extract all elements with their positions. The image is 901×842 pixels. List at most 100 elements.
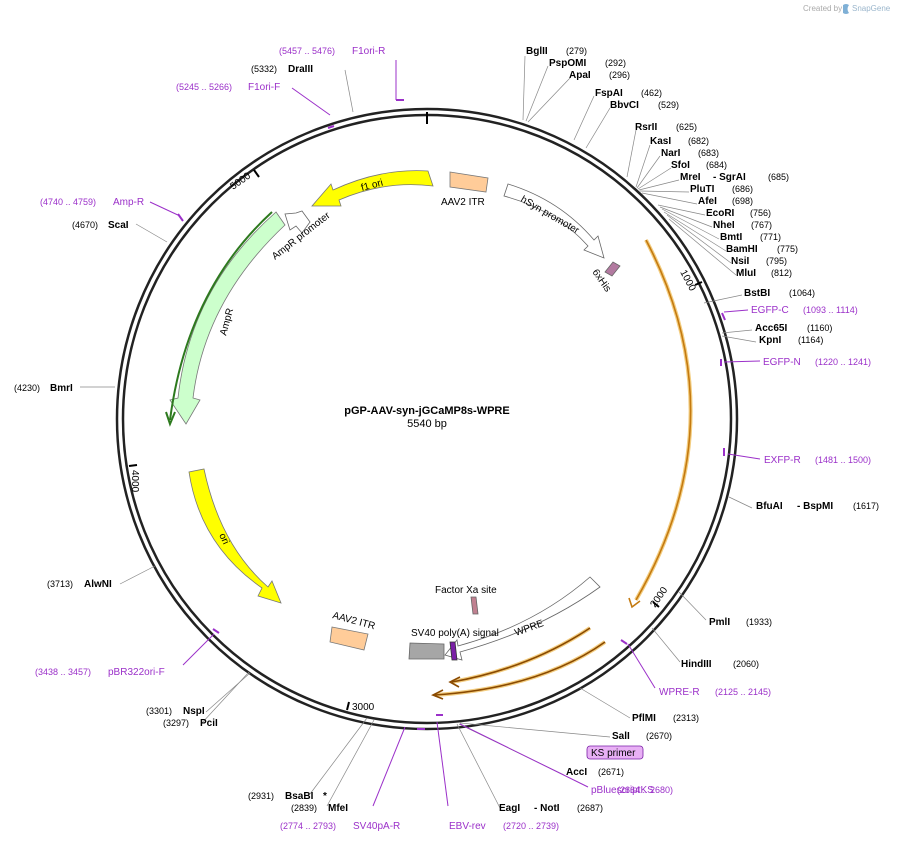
enzyme-noti[interactable]: - NotI: [534, 803, 560, 814]
feature-jgcamp8s-cds[interactable]: [628, 239, 693, 609]
enzyme-kasi-pos: (682): [688, 136, 709, 146]
enzyme-pmli[interactable]: PmlI: [709, 617, 730, 628]
primer-ebv-rev-pos: (2720 .. 2739): [503, 821, 559, 831]
tick-4000: 4000: [129, 470, 140, 493]
feature-aav2-itr-bottom[interactable]: AAV2 ITR: [329, 610, 376, 651]
enzyme-labels: BglII (279) PspOMI (292) ApaI (296) FspA…: [14, 46, 879, 814]
feature-ampr[interactable]: AmpR: [165, 211, 286, 427]
enzyme-mlui-pos: (812): [771, 268, 792, 278]
primer-pbr322ori-f-pos: (3438 .. 3457): [35, 667, 91, 677]
primer-egfp-c[interactable]: EGFP-C: [751, 305, 789, 316]
enzyme-bfuai-pos: (1617): [853, 501, 879, 511]
enzyme-fspai[interactable]: FspAI: [595, 88, 623, 99]
feature-sv40-polya[interactable]: SV40 poly(A) signal: [408, 628, 499, 661]
enzyme-acci[interactable]: AccI: [566, 767, 587, 778]
enzyme-nari[interactable]: NarI: [661, 148, 681, 159]
feature-wpre-inner-cds-1[interactable]: [448, 626, 592, 688]
enzyme-rsrii[interactable]: RsrII: [635, 122, 657, 133]
feature-factor-xa[interactable]: Factor Xa site: [435, 585, 497, 615]
enzyme-bmti[interactable]: BmtI: [720, 232, 742, 243]
enzyme-draiii-pos: (5332): [251, 64, 277, 74]
primer-sv40pa-r[interactable]: SV40pA-R: [353, 821, 400, 832]
enzyme-pcii[interactable]: PciI: [200, 718, 218, 729]
primer-f1ori-r-pos: (5457 .. 5476): [279, 46, 335, 56]
enzyme-alwni-pos: (3713): [47, 579, 73, 589]
enzyme-pspomi[interactable]: PspOMI: [549, 58, 586, 69]
enzyme-mfei[interactable]: MfeI: [328, 803, 348, 814]
enzyme-sgrai[interactable]: - SgrAI: [713, 172, 746, 183]
primer-egfp-c-pos: (1093 .. 1114): [803, 305, 858, 315]
plasmid-length: 5540 bp: [407, 418, 447, 430]
enzyme-bbvci-pos: (529): [658, 100, 679, 110]
primer-exfp-r[interactable]: EXFP-R: [764, 455, 801, 466]
enzyme-kpni[interactable]: KpnI: [759, 335, 781, 346]
enzyme-mlui[interactable]: MluI: [736, 268, 756, 279]
enzyme-bstbi-pos: (1064): [789, 288, 815, 298]
enzyme-draiii[interactable]: DraIII: [288, 64, 313, 75]
enzyme-hindiii-pos: (2060): [733, 659, 759, 669]
enzyme-sfoi[interactable]: SfoI: [671, 160, 690, 171]
enzyme-bamhi[interactable]: BamHI: [726, 244, 758, 255]
enzyme-nsii[interactable]: NsiI: [731, 256, 750, 267]
enzyme-pmli-pos: (1933): [746, 617, 772, 627]
enzyme-sali-pos: (2670): [646, 731, 672, 741]
primer-f1ori-r[interactable]: F1ori-R: [352, 46, 385, 57]
enzyme-bglii[interactable]: BglII: [526, 46, 548, 57]
enzyme-bbvci[interactable]: BbvCI: [610, 100, 639, 111]
primer-pbluescriptks[interactable]: pBluescriptKS: [591, 785, 654, 796]
enzyme-bglii-pos: (279): [566, 46, 587, 56]
ks-primer-box[interactable]: KS primer: [586, 745, 644, 760]
primer-pbr322ori-f[interactable]: pBR322ori-F: [108, 667, 165, 678]
feature-hsyn-promoter[interactable]: hSyn promoter: [503, 183, 605, 259]
enzyme-bamhi-pos: (775): [777, 244, 798, 254]
enzyme-pflmi[interactable]: PflMI: [632, 713, 656, 724]
enzyme-ecori[interactable]: EcoRI: [706, 208, 735, 219]
feature-aav2-itr-top[interactable]: AAV2 ITR: [441, 171, 489, 208]
enzyme-alwni[interactable]: AlwNI: [84, 579, 112, 590]
primer-sv40pa-r-pos: (2774 .. 2793): [280, 821, 336, 831]
enzyme-bmti-pos: (771): [760, 232, 781, 242]
enzyme-afei[interactable]: AfeI: [698, 196, 717, 207]
enzyme-apai[interactable]: ApaI: [569, 70, 591, 81]
enzyme-acci-pos: (2671): [598, 767, 624, 777]
enzyme-eagi[interactable]: EagI: [499, 803, 520, 814]
enzyme-apai-pos: (296): [609, 70, 630, 80]
enzyme-bfuai[interactable]: BfuAI: [756, 501, 783, 512]
primer-labels: F1ori-R (5457 .. 5476) F1ori-F (5245 .. …: [35, 46, 871, 832]
snapgene-logo-icon: [843, 4, 849, 14]
primer-wpre-r[interactable]: WPRE-R: [659, 687, 700, 698]
enzyme-nhei[interactable]: NheI: [713, 220, 735, 231]
primer-amp-r[interactable]: Amp-R: [113, 197, 144, 208]
enzyme-bmri[interactable]: BmrI: [50, 383, 73, 394]
primer-f1ori-f[interactable]: F1ori-F: [248, 82, 280, 93]
label-aav2-itr-top: AAV2 ITR: [441, 197, 485, 208]
primer-pbluescriptks-pos: (2664 .. 2680): [617, 785, 673, 795]
primer-ebv-rev[interactable]: EBV-rev: [449, 821, 486, 832]
enzyme-mrei-pos: (685): [768, 172, 789, 182]
enzyme-sali[interactable]: SalI: [612, 731, 630, 742]
feature-wpre-inner-cds-2[interactable]: [431, 640, 607, 700]
enzyme-nspi[interactable]: NspI: [183, 706, 205, 717]
enzyme-rsrii-pos: (625): [676, 122, 697, 132]
enzyme-acc65i-pos: (1160): [807, 323, 832, 333]
enzyme-mrei[interactable]: MreI: [680, 172, 701, 183]
enzyme-bspmi[interactable]: - BspMI: [797, 501, 833, 512]
feature-f1-ori[interactable]: f1 ori: [311, 170, 434, 207]
enzyme-bstbi[interactable]: BstBI: [744, 288, 770, 299]
primer-egfp-n[interactable]: EGFP-N: [763, 357, 801, 368]
enzyme-scai[interactable]: ScaI: [108, 220, 129, 231]
enzyme-bsabi-star: *: [323, 791, 327, 802]
label-ampr: AmpR: [218, 307, 236, 337]
enzyme-pluti[interactable]: PluTI: [690, 184, 715, 195]
enzyme-hindiii[interactable]: HindIII: [681, 659, 712, 670]
primer-amp-r-pos: (4740 .. 4759): [40, 197, 96, 207]
enzyme-bsabi[interactable]: BsaBI: [285, 791, 314, 802]
tick-1000: 1000: [677, 268, 697, 293]
tick-5000: 5000: [228, 170, 253, 192]
feature-ori[interactable]: ori: [188, 468, 282, 604]
enzyme-acc65i[interactable]: Acc65I: [755, 323, 787, 334]
enzyme-kasi[interactable]: KasI: [650, 136, 671, 147]
tick-3000: 3000: [352, 702, 375, 713]
feature-6xhis[interactable]: 6xHis: [590, 261, 621, 294]
